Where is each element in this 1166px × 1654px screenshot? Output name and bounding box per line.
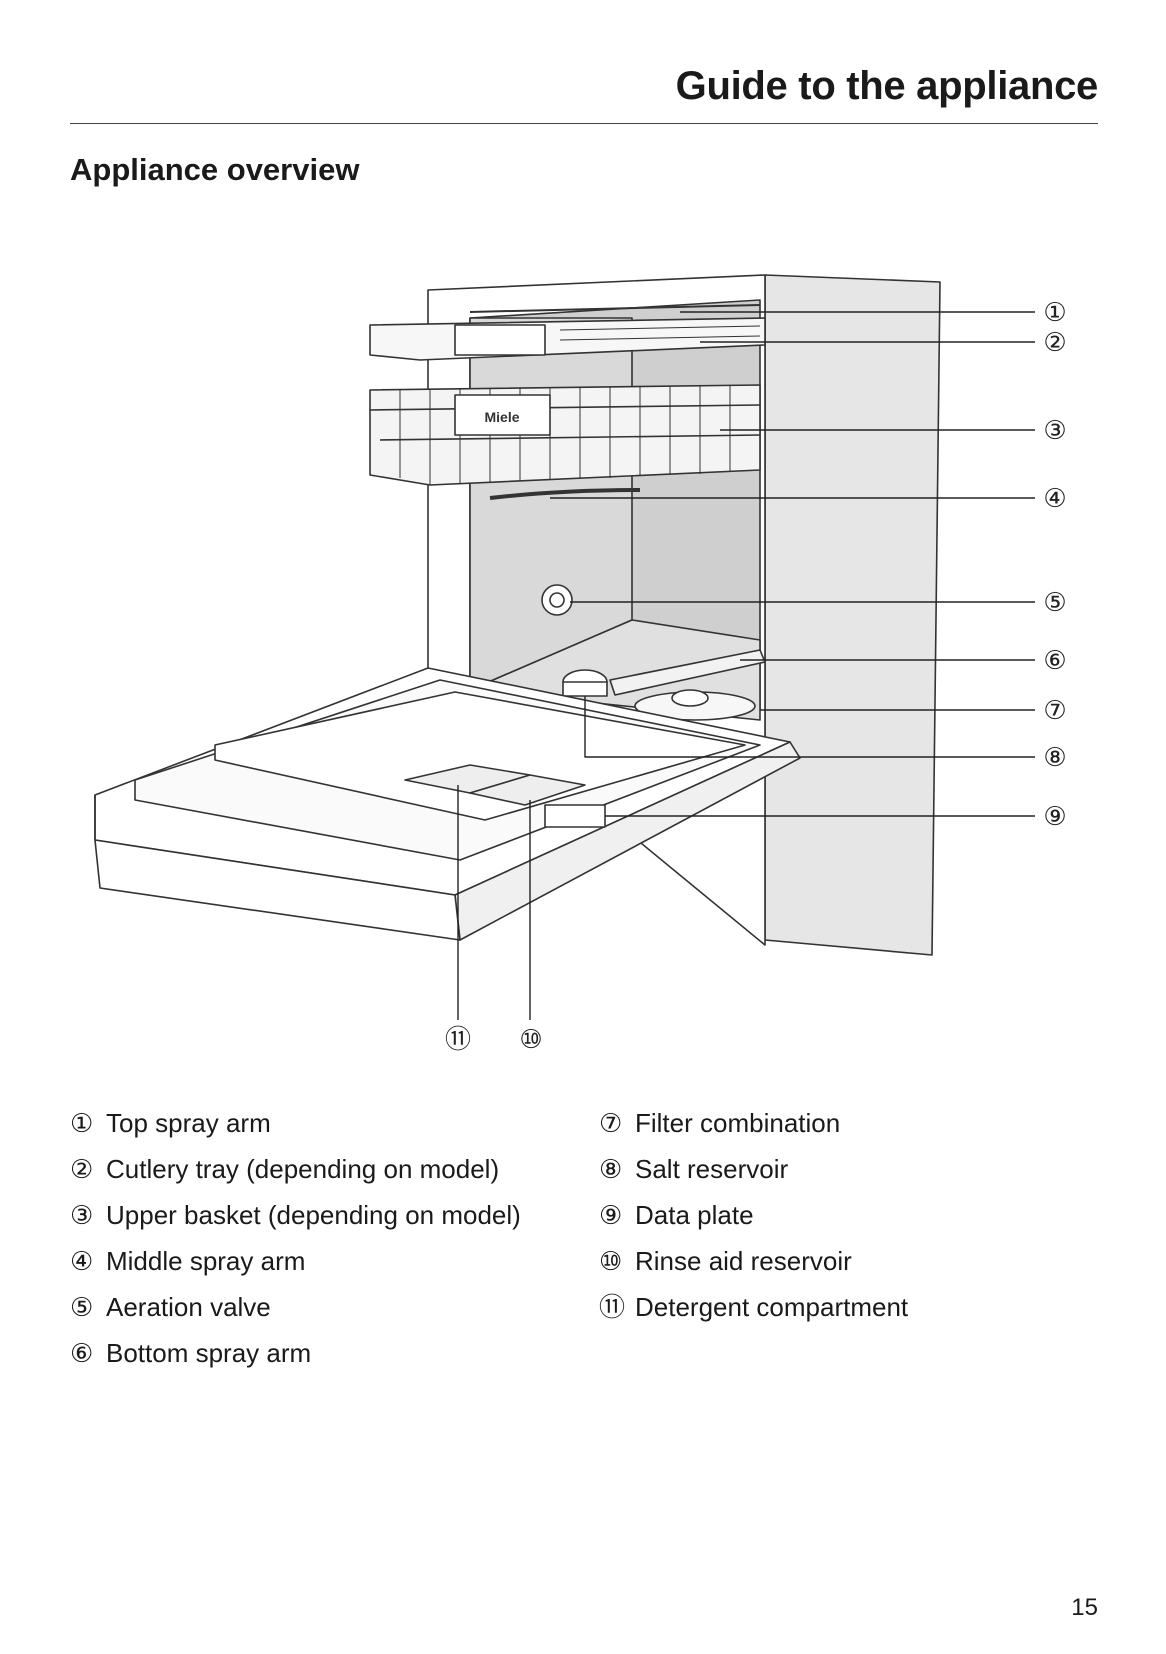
callout-2: ② xyxy=(1043,327,1066,357)
legend-label: Bottom spray arm xyxy=(106,1338,312,1368)
aeration-valve xyxy=(541,584,573,616)
legend-number: ③ xyxy=(70,1200,94,1230)
legend-number: ⑧ xyxy=(599,1154,623,1184)
legend-item: ⑤ Aeration valve xyxy=(70,1284,521,1330)
legend-item: ⑩ Rinse aid reservoir xyxy=(599,1238,908,1284)
page-number: 15 xyxy=(1071,1594,1098,1621)
top-spray-arm xyxy=(469,304,761,313)
legend-item: ① Top spray arm xyxy=(70,1100,521,1146)
callout-1: ① xyxy=(1043,297,1066,327)
bottom-spray-arm xyxy=(609,649,766,696)
legend-number: ⑨ xyxy=(599,1200,623,1230)
legend-label: Salt reservoir xyxy=(635,1154,789,1184)
legend-label: Filter combination xyxy=(635,1108,841,1138)
legend-number: ④ xyxy=(70,1246,94,1276)
legend-label: Upper basket (depending on model) xyxy=(106,1200,521,1230)
legend-item: ③ Upper basket (depending on model) xyxy=(70,1192,521,1238)
callout-6: ⑥ xyxy=(1043,645,1066,675)
legend-number: ⑤ xyxy=(70,1292,94,1322)
legend-number: ⑩ xyxy=(599,1246,623,1276)
legend-label: Detergent compartment xyxy=(635,1292,909,1322)
dispenser-compartments xyxy=(404,764,586,806)
callout-5: ⑤ xyxy=(1043,587,1066,617)
callout-7: ⑦ xyxy=(1043,695,1066,725)
callout-4: ④ xyxy=(1043,483,1066,513)
cutlery-tray xyxy=(369,317,766,361)
upper-basket: Miele xyxy=(369,384,761,486)
legend-item: ⑪ Detergent compartment xyxy=(599,1284,908,1330)
legend-item: ② Cutlery tray (depending on model) xyxy=(70,1146,521,1192)
legend-left: ① Top spray arm ② Cutlery tray (depending … xyxy=(70,1100,521,1376)
legend-right: ⑦ Filter combination ⑧ Salt reservoir ⑨ Dat… xyxy=(599,1100,908,1330)
legend-label: Cutlery tray (depending on model) xyxy=(106,1154,500,1184)
legend-item: ⑨ Data plate xyxy=(599,1192,908,1238)
legend-label: Rinse aid reservoir xyxy=(635,1246,852,1276)
legend-label: Aeration valve xyxy=(106,1292,271,1322)
legend-number: ⑥ xyxy=(70,1338,94,1368)
legend-number: ⑦ xyxy=(599,1108,623,1138)
legend-item: ⑧ Salt reservoir xyxy=(599,1146,908,1192)
dishwasher-illustration: Miele xyxy=(94,274,1067,1054)
data-plate xyxy=(544,804,606,828)
callout-8: ⑧ xyxy=(1043,742,1066,772)
legend-item: ④ Middle spray arm xyxy=(70,1238,521,1284)
header-divider xyxy=(70,123,1098,124)
legend-number: ① xyxy=(70,1108,94,1138)
header-title: Guide to the appliance xyxy=(675,64,1099,108)
callout-9: ⑨ xyxy=(1043,801,1066,831)
section-title: Appliance overview xyxy=(70,152,360,187)
legend-item: ⑦ Filter combination xyxy=(599,1100,908,1146)
legend-label: Top spray arm xyxy=(106,1108,271,1138)
legend-number: ⑪ xyxy=(599,1292,626,1322)
legend-label: Middle spray arm xyxy=(106,1246,306,1276)
middle-spray-arm xyxy=(489,488,641,500)
legend-label: Data plate xyxy=(635,1200,754,1230)
brand-label: Miele xyxy=(484,409,519,425)
callout-11: ⑪ xyxy=(445,1024,471,1054)
legend-item: ⑥ Bottom spray arm xyxy=(70,1330,521,1376)
legend-number: ② xyxy=(70,1154,94,1184)
callout-3: ③ xyxy=(1043,415,1066,445)
callout-10: ⑩ xyxy=(519,1024,542,1054)
